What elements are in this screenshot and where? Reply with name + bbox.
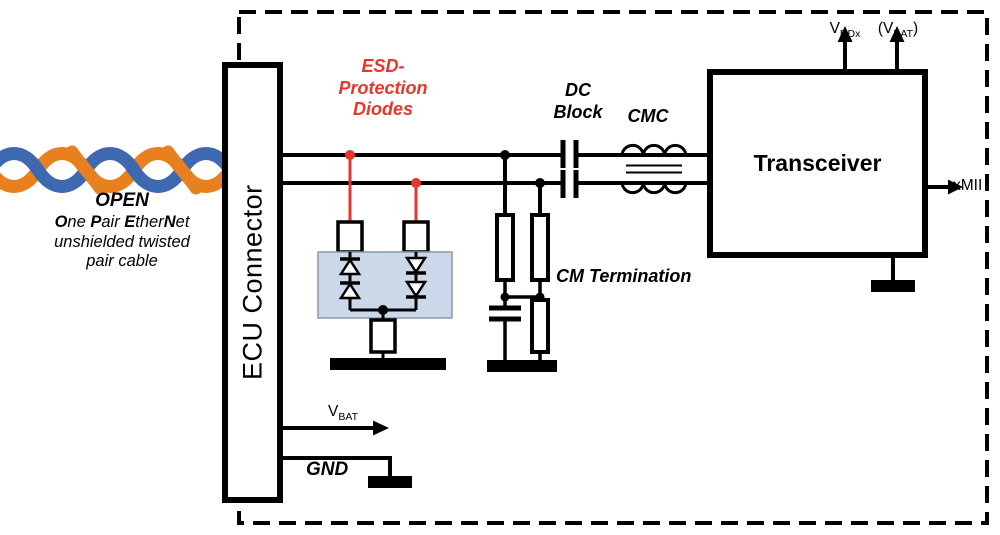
transceiver-block: [707, 26, 963, 292]
cmc-label: CMC: [627, 106, 669, 126]
cmc-winding-bottom: [620, 182, 688, 195]
cable-blue-wire: [0, 147, 237, 193]
dc-block-label: DC Block: [553, 80, 603, 122]
esd-diode: [404, 280, 428, 299]
transceiver-box: [707, 69, 928, 258]
cm-termination-resistor-right: [530, 213, 550, 282]
cable-title: OPEN: [95, 190, 149, 211]
cable-orange-weave-overlay: [65, 145, 107, 195]
esd-pin-right: [402, 220, 430, 254]
cmc-symbol: [620, 143, 688, 195]
cm-termination-resistor-left: [495, 213, 515, 282]
vddx-pin-label: VDDx: [829, 20, 861, 41]
vbat-pin-label: (VBAT): [877, 20, 919, 41]
esd-diode: [404, 256, 428, 275]
ecu-connector-block: [222, 62, 283, 503]
cmc-winding-top: [620, 143, 688, 156]
cm-ground-symbol: [487, 360, 557, 372]
transceiver-label: Transceiver: [753, 149, 882, 176]
esd-tap-dot-bottom: [411, 178, 421, 188]
ecu-connector-box: [222, 62, 283, 503]
cable-orange-weave-overlay: [161, 145, 203, 195]
esd-ground-symbol: [330, 358, 446, 370]
cm-termination-network: [487, 150, 557, 372]
cable-subtitle: unshielded twisted pair cable: [54, 232, 190, 271]
vbat-arrow-icon: [889, 26, 905, 42]
esd-protection-label: ESD- Protection Diodes: [338, 56, 428, 120]
vddx-arrow-icon: [837, 26, 853, 42]
xmii-arrow-icon: [948, 179, 963, 195]
esd-ground-element: [369, 318, 397, 354]
vbat-tap-arrow-icon: [373, 420, 389, 436]
gnd-label: GND: [306, 459, 349, 480]
dc-block-symbol: [560, 140, 579, 198]
transceiver-ground-symbol: [871, 280, 915, 292]
esd-tap-dot-top: [345, 150, 355, 160]
gnd-tap: [280, 456, 412, 488]
cable-name: One Pair EtherNet: [54, 212, 190, 231]
vbat-tap-label: VBAT: [328, 403, 359, 424]
twisted-pair-cable: [0, 145, 237, 195]
ecu-connector-label: ECU Connector: [237, 184, 268, 381]
ecu-connector-label-wrap: ECU Connector: [225, 65, 280, 500]
signal-wires: [280, 153, 710, 185]
vbat-tap: [280, 420, 389, 436]
xmii-label: xMII: [953, 177, 983, 194]
cm-ground-resistor: [530, 298, 550, 354]
esd-protection-network: [317, 150, 453, 370]
gnd-ground-symbol: [368, 476, 412, 488]
cable-description: OPEN One Pair EtherNet unshielded twiste…: [22, 190, 222, 272]
esd-pin-left: [336, 220, 364, 254]
gnd-tap-wire: [280, 456, 392, 476]
cm-termination-label: CM Termination: [556, 266, 692, 286]
